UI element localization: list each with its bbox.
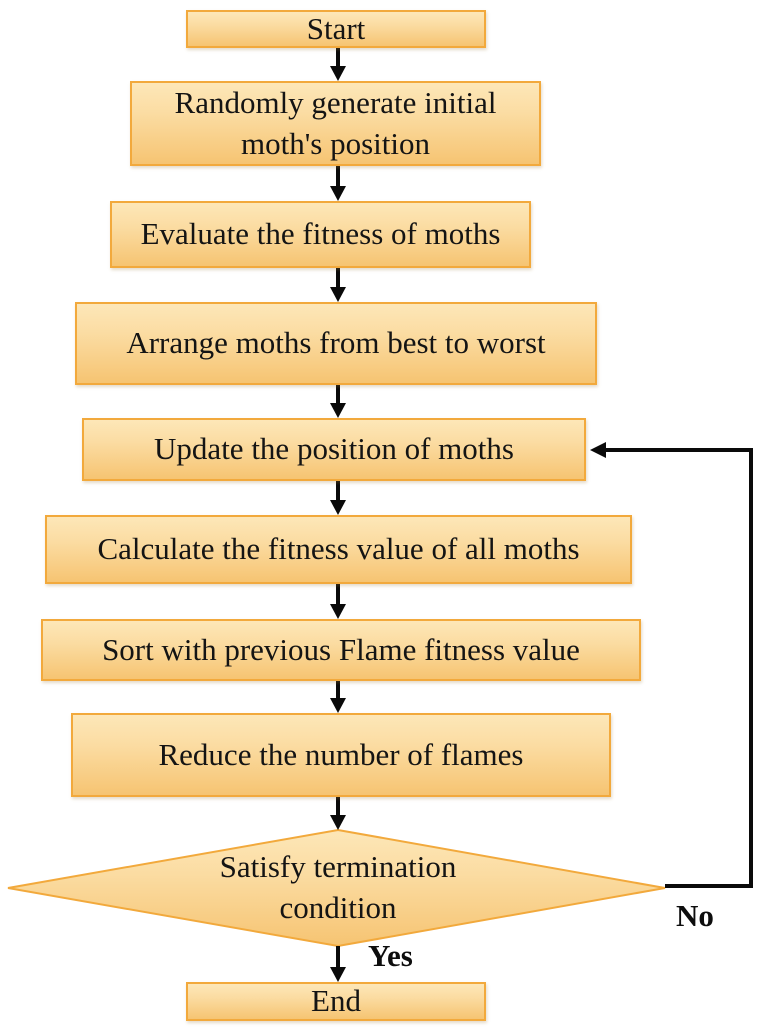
arrowhead-no-loop: [590, 442, 606, 458]
node-arrange-moths: Arrange moths from best to worst: [75, 302, 597, 385]
arrowhead-reduce-decision: [330, 815, 346, 830]
node-sort-flame-fitness: Sort with previous Flame fitness value: [41, 619, 641, 681]
node-end-label: End: [311, 983, 361, 1019]
node-calculate-fitness-label: Calculate the fitness value of all moths: [97, 531, 580, 567]
down-arrows: [330, 48, 346, 982]
node-reduce-flames-label: Reduce the number of flames: [158, 736, 524, 772]
node-generate-initial-position: Randomly generate initial moth's positio…: [130, 81, 541, 166]
node-update-position: Update the position of moths: [82, 418, 586, 481]
arrowhead-evaluate-arrange: [330, 287, 346, 302]
node-calculate-fitness: Calculate the fitness value of all moths: [45, 515, 632, 584]
node-start: Start: [186, 10, 486, 48]
node-reduce-flames: Reduce the number of flames: [71, 713, 611, 797]
no-label: No: [676, 898, 714, 933]
no-loop-arrow: [590, 442, 753, 888]
node-evaluate-fitness: Evaluate the fitness of moths: [110, 201, 531, 268]
arrowhead-update-calculate: [330, 500, 346, 515]
node-arrange-moths-label: Arrange moths from best to worst: [126, 325, 546, 361]
arrowhead-arrange-update: [330, 403, 346, 418]
node-generate-initial-position-label: Randomly generate initial moth's positio…: [174, 84, 497, 161]
node-start-label: Start: [306, 10, 366, 46]
yes-label: Yes: [368, 938, 413, 973]
node-termination-decision: Satisfy termination condition: [188, 846, 488, 930]
node-end: End: [186, 982, 486, 1021]
node-termination-decision-label: Satisfy termination condition: [219, 849, 457, 925]
node-sort-flame-fitness-label: Sort with previous Flame fitness value: [102, 631, 580, 667]
arrowhead-calculate-sort: [330, 604, 346, 619]
arrowhead-init-evaluate: [330, 186, 346, 201]
node-evaluate-fitness-label: Evaluate the fitness of moths: [140, 216, 501, 252]
node-update-position-label: Update the position of moths: [154, 431, 514, 467]
arrowhead-sort-reduce: [330, 698, 346, 713]
arrowhead-start-init: [330, 66, 346, 81]
arrowhead-decision-end: [330, 967, 346, 982]
